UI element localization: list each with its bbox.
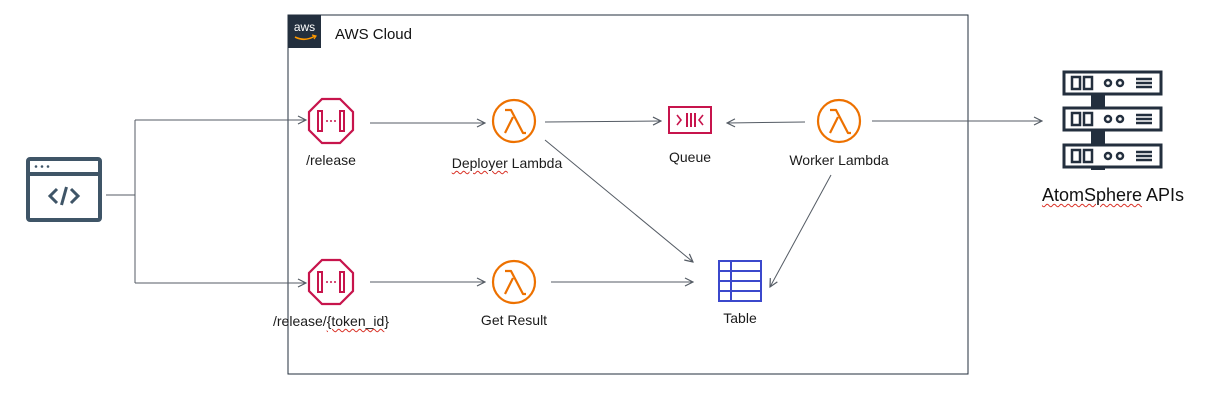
connections	[106, 120, 1042, 287]
release-token-api-label-prefix: /release/	[273, 313, 327, 329]
edge-worker-to-queue	[727, 122, 806, 123]
release-token-api-label-suffix: }	[384, 313, 389, 329]
lambda-icon	[816, 98, 862, 144]
release-api-label: /release	[306, 152, 356, 168]
atomsphere-label-word: AtomSphere	[1041, 185, 1143, 205]
lambda-icon	[491, 259, 537, 305]
deployer-lambda-label: Deployer Lambda	[452, 155, 563, 171]
lambda-icon	[491, 98, 537, 144]
svg-text:aws: aws	[294, 20, 315, 34]
worker-lambda-label: Worker Lambda	[789, 152, 889, 168]
queue-label: Queue	[668, 149, 712, 165]
edge-deployer-to-table	[544, 139, 693, 262]
deployer-lambda-label-word: Deployer	[451, 155, 508, 171]
deployer-lambda-label-rest: Lambda	[507, 155, 563, 171]
browser-code-icon	[26, 157, 102, 222]
release-token-api-label: /release/{token_id}	[273, 313, 389, 329]
atomsphere-label-rest: APIs	[1142, 185, 1185, 205]
table-label: Table	[723, 310, 757, 326]
sqs-queue-icon	[668, 106, 712, 134]
release-token-api-label-param: {token_id	[326, 313, 385, 329]
aws-cloud-boundary	[287, 14, 969, 375]
aws-logo: aws	[288, 15, 321, 48]
edge-worker-to-table	[770, 174, 832, 287]
api-gateway-icon	[307, 258, 355, 306]
atomsphere-apis-label: AtomSphere APIs	[1042, 185, 1184, 205]
dynamodb-table-icon	[718, 260, 762, 302]
server-rack-icon	[1062, 70, 1163, 170]
aws-cloud-label: AWS Cloud	[335, 26, 412, 43]
edge-deployer-to-queue	[544, 121, 661, 122]
api-gateway-icon	[307, 97, 355, 145]
get-result-label: Get Result	[480, 312, 548, 328]
